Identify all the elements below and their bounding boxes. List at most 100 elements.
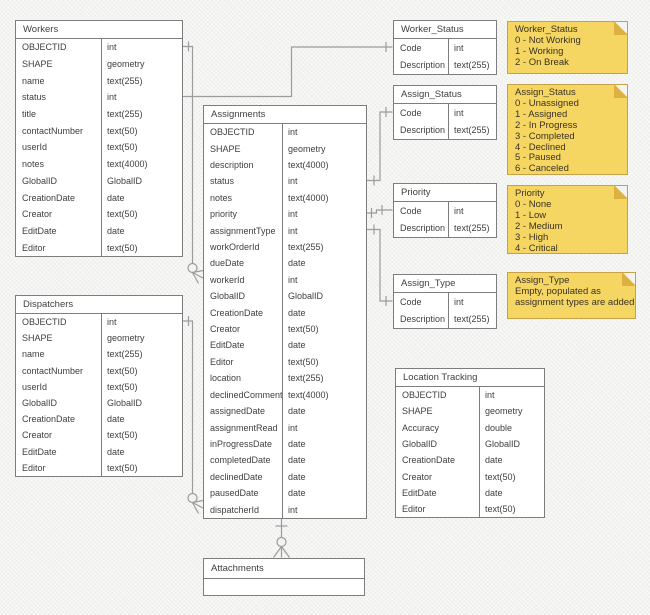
field-name: Creator (22, 209, 53, 220)
note-line: 1 - Assigned (515, 108, 568, 120)
empty-row (204, 579, 364, 595)
field-name: notes (22, 159, 45, 170)
note-line: 4 - Declined (515, 141, 566, 153)
note-line: 0 - Not Working (515, 34, 581, 46)
field-name: declinedComment (210, 389, 282, 400)
field-type: GlobalID (479, 435, 544, 453)
field-type: date (282, 484, 366, 502)
field-row: CreationDate date (396, 452, 544, 469)
table-title-workers: Workers (16, 21, 182, 39)
field-name: userId (22, 381, 48, 392)
field-name: EditDate (402, 487, 437, 498)
field-name: priority (210, 209, 238, 220)
field-name: assignmentType (210, 225, 276, 236)
zero-cardinality-circle (187, 262, 198, 274)
field-type: int (448, 202, 496, 220)
field-type: int (282, 271, 366, 289)
field-type: geometry (479, 403, 544, 420)
field-name: Code (400, 107, 422, 118)
field-name: Creator (402, 471, 433, 482)
field-name: Code (400, 296, 422, 307)
connector-line (183, 320, 194, 494)
field-row: Creator text(50) (204, 320, 366, 338)
connector-line (367, 228, 393, 302)
field-type: date (479, 452, 544, 469)
field-name: SHAPE (210, 143, 241, 154)
note-line: 6 - Canceled (515, 163, 569, 175)
note-line: 4 - Critical (515, 242, 558, 254)
field-name: EditDate (210, 340, 245, 351)
table-title-assign-type: Assign_Type (394, 275, 496, 293)
field-name: description (210, 160, 254, 171)
connector-line (183, 45, 194, 264)
table-title-location-tracking: Location Tracking (396, 369, 544, 387)
field-type: geometry (101, 55, 182, 73)
field-name: CreationDate (22, 192, 76, 203)
field-name: GlobalID (22, 175, 58, 186)
field-type: date (282, 435, 366, 453)
table-title-dispatchers: Dispatchers (16, 296, 182, 314)
connector-line (183, 46, 393, 98)
note-title: Priority (515, 188, 545, 199)
connector-dispatchers-to-assignments-dispatcherid (183, 316, 204, 514)
note-line: 3 - Completed (515, 130, 575, 142)
field-row: SHAPE geometry (16, 55, 182, 73)
field-type: date (282, 337, 366, 354)
field-type: int (282, 124, 366, 141)
field-type: text(50) (282, 320, 366, 338)
field-name: pausedDate (210, 488, 259, 499)
field-type: geometry (282, 140, 366, 157)
field-name: declinedDate (210, 471, 263, 482)
table-attachments: Attachments (203, 558, 365, 596)
field-name: Creator (210, 324, 241, 335)
field-row: declinedDate date (204, 468, 366, 485)
field-type: int (282, 501, 366, 518)
field-name: SHAPE (402, 406, 433, 417)
field-type: text(4000) (282, 189, 366, 207)
connector-assignments-status-to-assign-status (367, 107, 393, 186)
field-type: text(255) (448, 219, 496, 237)
field-row: EditDate date (204, 337, 366, 354)
field-row: SHAPE geometry (396, 403, 544, 420)
connector-line (367, 111, 393, 182)
connector-assignments-priority-to-priority (367, 205, 393, 218)
field-type: date (282, 468, 366, 485)
field-name: Editor (22, 242, 46, 253)
table-title-assign-status: Assign_Status (394, 86, 496, 104)
field-name: Code (400, 205, 422, 216)
field-name: CreationDate (402, 455, 456, 466)
field-row: pausedDate date (204, 484, 366, 502)
field-type: geometry (101, 330, 182, 347)
field-type: text(50) (101, 139, 182, 156)
field-name: SHAPE (22, 59, 53, 70)
field-name: SHAPE (22, 333, 53, 344)
